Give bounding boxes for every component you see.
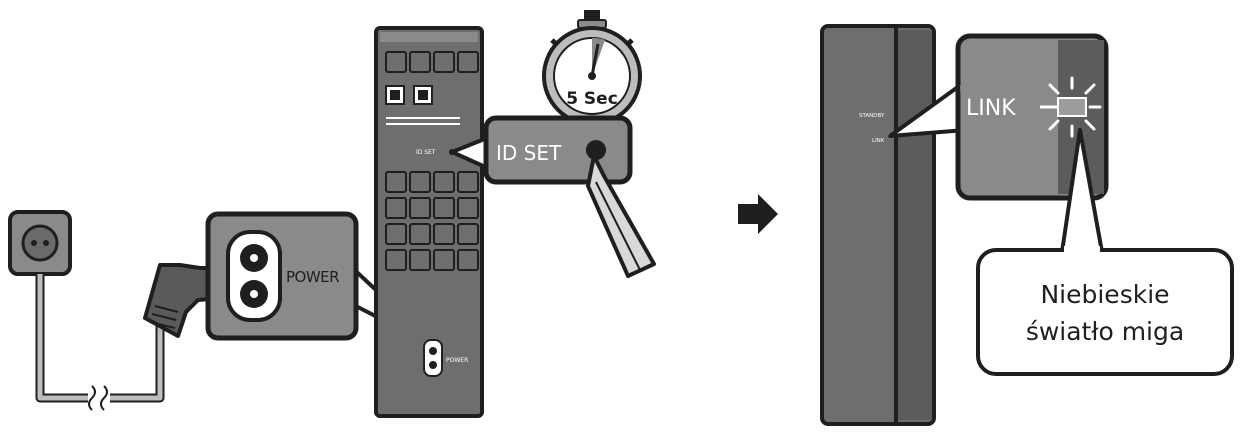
- vent-slot: [457, 197, 479, 219]
- vent-slot: [433, 197, 455, 219]
- vent-slot: [409, 51, 431, 73]
- vent-slot: [457, 51, 479, 73]
- vent-slot: [385, 197, 407, 219]
- vent-slot: [457, 249, 479, 271]
- vent-slot: [409, 171, 431, 193]
- figure8-socket-icon: [226, 230, 282, 322]
- small-id-set-label: ID SET: [416, 149, 436, 156]
- vent-slot: [385, 223, 407, 245]
- link-small-label: LINK: [872, 138, 885, 144]
- vent-slot: [409, 197, 431, 219]
- link-indicator-callout: LINK: [888, 33, 1109, 201]
- timer-label: 5 Sec: [566, 89, 618, 109]
- blink-rays-icon: [1048, 76, 1102, 138]
- vent-slot: [385, 249, 407, 271]
- callout-line-2: światło miga: [1026, 317, 1184, 346]
- callout-line-1: Niebieskie: [1040, 280, 1169, 309]
- pen-icon: [586, 154, 656, 278]
- link-led-icon: [1057, 97, 1087, 117]
- vent-slot: [433, 171, 455, 193]
- device-back-panel: ID SET POWER: [374, 26, 484, 418]
- power-label: POWER: [286, 268, 339, 286]
- vent-slot: [433, 51, 455, 73]
- vent-slot: [409, 249, 431, 271]
- small-power-label: POWER: [446, 357, 468, 364]
- vent-slot: [433, 223, 455, 245]
- vent-slot: [457, 171, 479, 193]
- id-set-button: [586, 140, 606, 160]
- standby-label: STANDBY: [859, 113, 885, 119]
- next-step-arrow-icon: [738, 194, 778, 234]
- power-cord: [35, 274, 165, 411]
- speaker-front: STANDBY LINK: [820, 24, 936, 426]
- vent-slot: [385, 51, 407, 73]
- vent-slot: [385, 171, 407, 193]
- link-label: LINK: [966, 96, 1016, 121]
- blue-light-callout: Niebieskie światło miga: [976, 128, 1234, 376]
- wall-outlet-icon: [8, 210, 72, 276]
- vent-slot: [409, 223, 431, 245]
- stopwatch-icon: 5 Sec: [542, 10, 642, 126]
- vent-slot: [457, 223, 479, 245]
- id-set-label: ID SET: [496, 141, 562, 165]
- vent-slot: [433, 249, 455, 271]
